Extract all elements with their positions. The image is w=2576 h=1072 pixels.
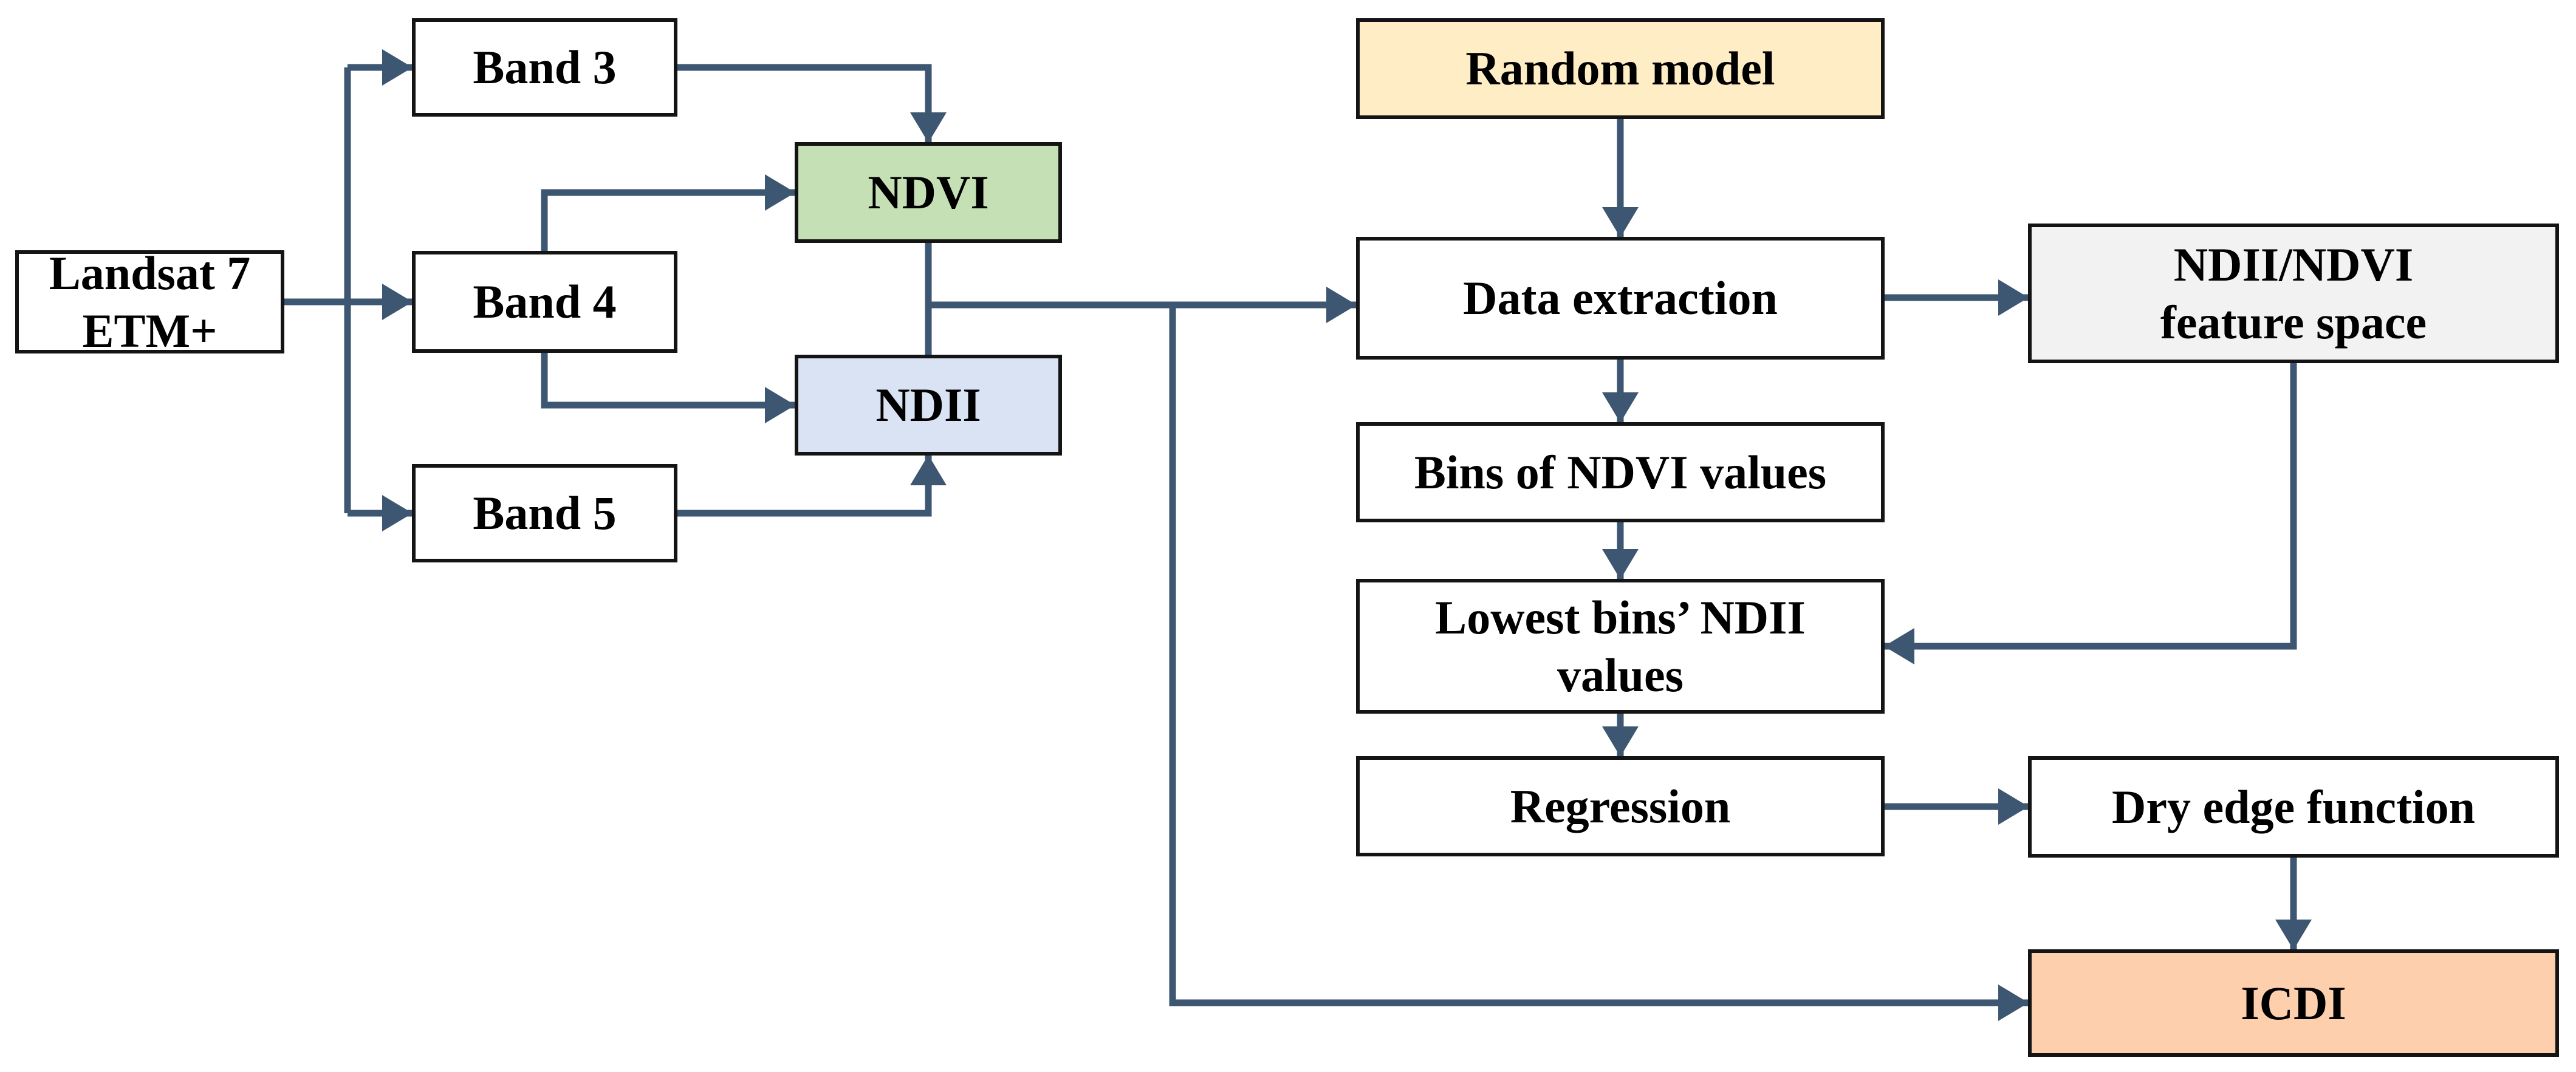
node-band3: Band 3 <box>412 18 677 117</box>
node-feature-space: NDII/NDVI feature space <box>2028 224 2559 363</box>
edge-band3-ndvi <box>677 64 947 143</box>
node-band4: Band 4 <box>412 251 677 353</box>
node-landsat: Landsat 7 ETM+ <box>15 247 284 357</box>
edge-band5-ndii <box>677 455 947 517</box>
node-icdi: ICDI <box>2028 949 2559 1057</box>
node-random-model: Random model <box>1356 18 1885 119</box>
edge-band4-ndvi <box>541 174 795 251</box>
node-data-extraction: Data extraction <box>1356 237 1885 360</box>
node-dry-edge: Dry edge function <box>2028 756 2559 858</box>
node-lowest-bins: Lowest bins’ NDII values <box>1356 579 1885 714</box>
node-ndii: NDII <box>795 355 1062 456</box>
node-ndvi: NDVI <box>795 142 1062 243</box>
node-bins: Bins of NDVI values <box>1356 422 1885 522</box>
node-band5: Band 5 <box>412 464 677 562</box>
edge-feature-space-lowest <box>1884 363 2297 664</box>
edge-band4-ndii <box>541 353 795 423</box>
edge-junction-icdi <box>1169 305 2029 1021</box>
node-regression: Regression <box>1356 756 1885 856</box>
